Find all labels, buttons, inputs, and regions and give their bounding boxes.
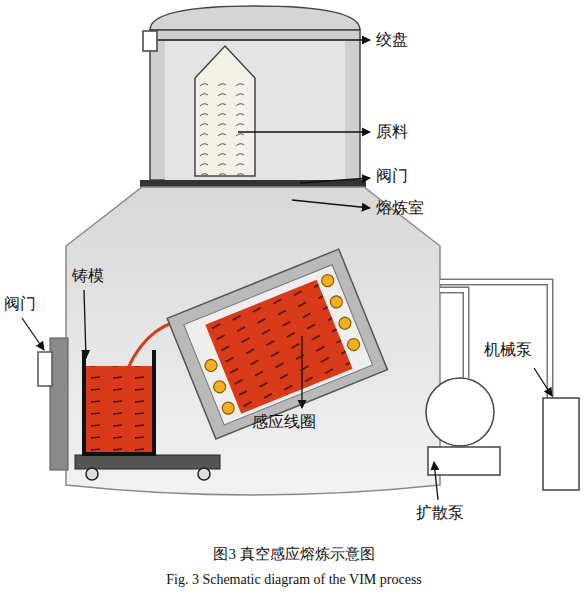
caption-english: Fig. 3 Schematic diagram of the VIM proc… xyxy=(0,572,588,589)
caption-chinese: 图3 真空感应熔炼示意图 xyxy=(0,545,588,563)
part-label: 熔炼室 xyxy=(376,198,424,217)
part-label: 阀门 xyxy=(4,294,36,313)
feed-chamber xyxy=(140,6,366,187)
part-label: 机械泵 xyxy=(484,340,532,359)
induction-coil xyxy=(190,273,366,416)
part-label: 原料 xyxy=(376,122,408,141)
part-label: 扩散泵 xyxy=(416,503,464,522)
vacuum-system xyxy=(426,282,579,490)
part-label: 阀门 xyxy=(376,166,408,185)
leader-lines xyxy=(22,40,552,500)
part-label: 铸模 xyxy=(72,266,104,285)
crucible xyxy=(167,249,387,439)
melting-chamber xyxy=(38,187,440,495)
part-label: 绞盘 xyxy=(376,30,408,49)
part-label: 感应线圈 xyxy=(252,412,316,431)
